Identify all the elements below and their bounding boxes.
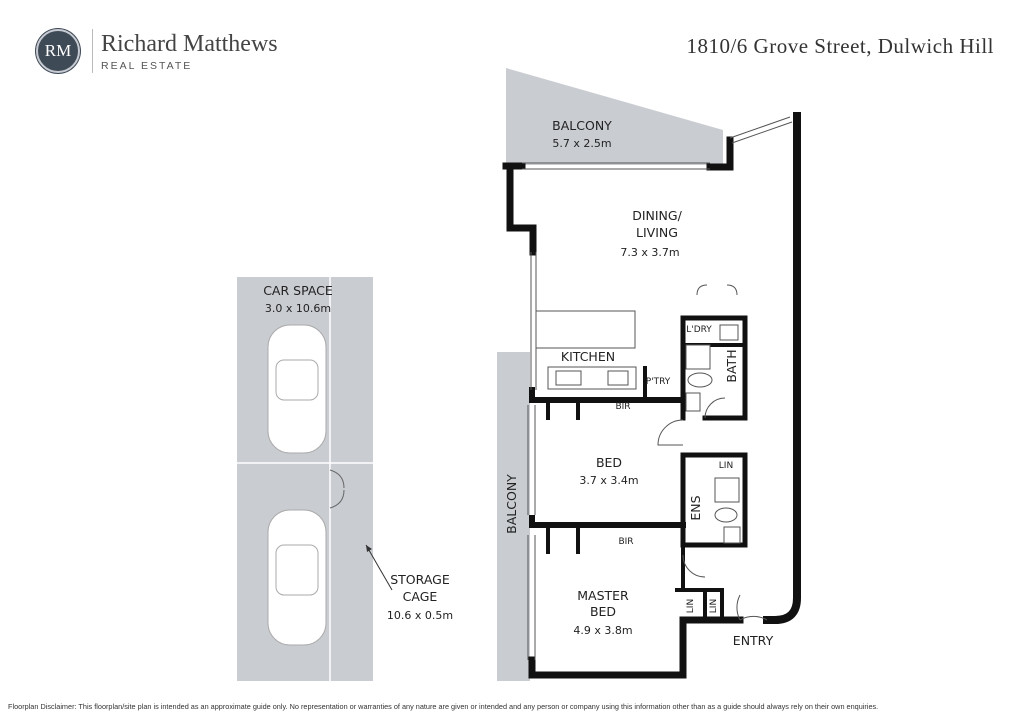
- brand-subtitle: REAL ESTATE: [101, 59, 193, 72]
- balcony-top-size: 5.7 x 2.5m: [552, 137, 611, 150]
- master-label-1: MASTER: [577, 588, 629, 603]
- laundry-tub-icon: [719, 324, 739, 341]
- master-label-2: BED: [590, 604, 616, 619]
- car-space-label: CAR SPACE: [263, 283, 333, 298]
- ens-basin-icon: [723, 526, 741, 544]
- balcony-side-label: BALCONY: [504, 474, 519, 534]
- doors[interactable]: [657, 284, 768, 621]
- bir-label-1: BIR: [615, 402, 630, 412]
- brand-name: Richard Matthews: [101, 30, 278, 57]
- ens-toilet-icon: [714, 507, 738, 523]
- pantry-label: P'TRY: [646, 377, 671, 387]
- bir-label-2: BIR: [618, 537, 633, 547]
- storage-label-2: CAGE: [403, 589, 438, 604]
- ens-shower-icon: [714, 477, 740, 503]
- car-space-size: 3.0 x 10.6m: [265, 302, 331, 315]
- windows: [522, 116, 793, 660]
- ensuite-label: ENS: [688, 495, 703, 520]
- storage-door-icon: [329, 469, 345, 509]
- toilet-icon: [687, 372, 713, 388]
- logo-divider: [92, 29, 93, 73]
- cooktop-icon: [607, 370, 629, 386]
- bed-size: 3.7 x 3.4m: [579, 474, 638, 487]
- brand-logo: RM Richard Matthews REAL ESTATE: [36, 29, 278, 73]
- laundry-label: L'DRY: [686, 325, 712, 335]
- linen-label-1: LIN: [719, 461, 733, 471]
- entry-label: ENTRY: [733, 633, 774, 648]
- balcony-top-label: BALCONY: [552, 118, 612, 133]
- storage-arrow-icon: [365, 544, 393, 591]
- bed-label: BED: [596, 455, 622, 470]
- fixtures: [535, 310, 741, 544]
- property-address: 1810/6 Grove Street, Dulwich Hill: [686, 34, 994, 58]
- disclaimer: Floorplan Disclaimer: This floorplan/sit…: [8, 702, 879, 711]
- dining-size: 7.3 x 3.7m: [620, 246, 679, 259]
- linen-label-3: LIN: [709, 599, 719, 613]
- storage-arrowhead-icon: [366, 545, 372, 552]
- car-icon: [267, 324, 327, 646]
- balcony-top-area: [506, 68, 723, 165]
- basin-icon: [685, 392, 701, 412]
- bath-label: BATH: [724, 349, 739, 382]
- master-size: 4.9 x 3.8m: [573, 624, 632, 637]
- walls: [502, 112, 801, 679]
- storage-size: 10.6 x 0.5m: [387, 609, 453, 622]
- dining-label-1: DINING/: [632, 208, 682, 223]
- monogram-badge: RM: [36, 29, 80, 73]
- dining-label-2: LIVING: [636, 225, 678, 240]
- storage-label-1: STORAGE: [390, 572, 450, 587]
- shower-icon: [685, 344, 711, 370]
- kitchen-label: KITCHEN: [561, 349, 615, 364]
- sink-icon: [555, 370, 582, 386]
- balcony-side-area: [497, 352, 530, 681]
- linen-label-2: LIN: [686, 599, 696, 613]
